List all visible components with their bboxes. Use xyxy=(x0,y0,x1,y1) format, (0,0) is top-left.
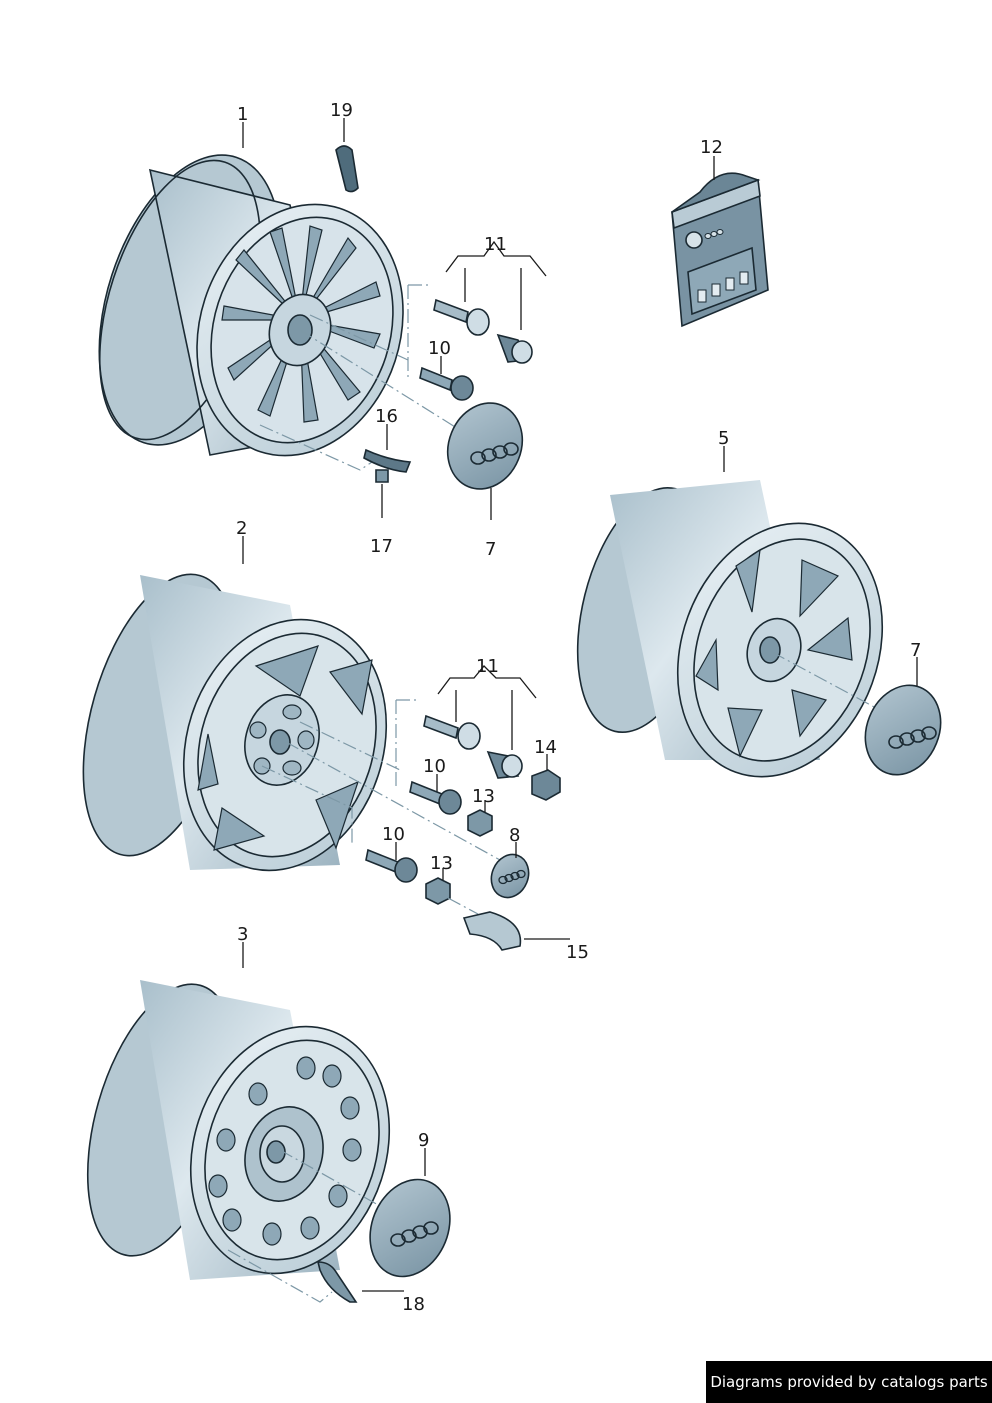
adapter-11-top[interactable] xyxy=(496,333,533,364)
wheel-1-multispoke[interactable] xyxy=(66,132,435,483)
assembly-lines-wheel-2 xyxy=(261,699,501,861)
callout-19[interactable]: 19 xyxy=(330,100,353,121)
wheel-3-vent-holes xyxy=(208,1056,362,1246)
wheel-5-sixspoke[interactable] xyxy=(555,474,917,806)
credit-banner: Diagrams provided by catalogs parts xyxy=(706,1361,992,1403)
bolt-cap-13-lower[interactable] xyxy=(425,877,451,905)
callout-13-upper[interactable]: 13 xyxy=(472,786,495,807)
anti-theft-bolt-11-top[interactable] xyxy=(433,298,490,336)
assembly-lines-wheel-3 xyxy=(227,1149,381,1303)
callout-16[interactable]: 16 xyxy=(375,406,398,427)
hub-cap-9[interactable] xyxy=(356,1167,464,1288)
bolt-cap-13-upper[interactable] xyxy=(467,809,493,837)
bolt-cap-14[interactable] xyxy=(531,769,561,801)
assembly-line-wheel-5 xyxy=(771,651,877,709)
callout-9[interactable]: 9 xyxy=(418,1130,429,1151)
wheel-bolt-10-mid[interactable] xyxy=(409,780,462,815)
callout-18[interactable]: 18 xyxy=(402,1294,425,1315)
callout-5[interactable]: 5 xyxy=(718,428,729,449)
callout-17[interactable]: 17 xyxy=(370,536,393,557)
balance-weight-strip-16[interactable] xyxy=(363,448,412,473)
wheel-5-windows xyxy=(695,548,853,758)
bolt-set-pack-12[interactable] xyxy=(671,172,769,328)
callout-7-right[interactable]: 7 xyxy=(910,640,921,661)
anti-theft-bolt-11-lower[interactable] xyxy=(423,714,481,750)
callout-10-mid[interactable]: 10 xyxy=(423,756,446,777)
hub-cap-8[interactable] xyxy=(485,849,535,903)
assembly-lines-wheel-1 xyxy=(259,284,461,471)
callout-8[interactable]: 8 xyxy=(509,825,520,846)
cap-puller-15[interactable] xyxy=(462,911,522,951)
callout-12[interactable]: 12 xyxy=(700,137,723,158)
adapter-11-lower[interactable] xyxy=(486,750,523,779)
callout-10-top[interactable]: 10 xyxy=(428,338,451,359)
callout-7-top[interactable]: 7 xyxy=(485,539,496,560)
wheel-bolt-10-lower[interactable] xyxy=(365,848,418,883)
callout-13-lower[interactable]: 13 xyxy=(430,853,453,874)
callout-3[interactable]: 3 xyxy=(237,924,248,945)
callout-11-lower[interactable]: 11 xyxy=(476,656,499,677)
callout-10-lower[interactable]: 10 xyxy=(382,824,405,845)
tire-valve-19[interactable] xyxy=(335,145,359,193)
bracket-11-lower xyxy=(437,665,537,699)
wheel-3-steel[interactable] xyxy=(60,967,420,1299)
callout-11-top[interactable]: 11 xyxy=(484,234,507,255)
callout-15[interactable]: 15 xyxy=(566,942,589,963)
hub-cap-7-right[interactable] xyxy=(852,674,953,786)
callout-2[interactable]: 2 xyxy=(236,518,247,539)
wheel-bolt-10-top[interactable] xyxy=(419,366,474,401)
callout-14[interactable]: 14 xyxy=(534,737,557,758)
balance-weight-18[interactable] xyxy=(316,1261,358,1303)
wheel-2-windows xyxy=(197,645,373,851)
bracket-11-top xyxy=(445,240,547,277)
balance-weight-17[interactable] xyxy=(375,469,389,483)
wheel-2-fivespoke[interactable] xyxy=(55,557,418,897)
hub-cap-7-top[interactable] xyxy=(435,392,535,501)
callout-1[interactable]: 1 xyxy=(237,104,248,125)
